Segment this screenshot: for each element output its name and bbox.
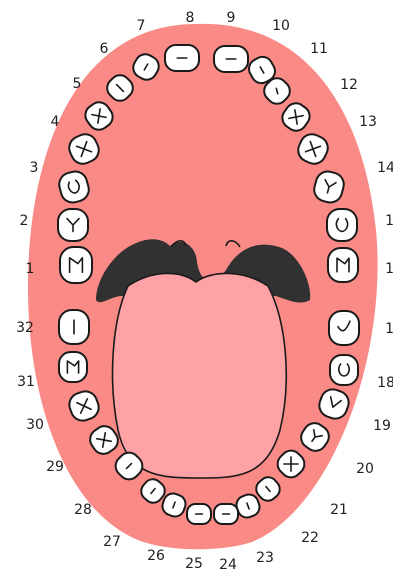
tooth-number-label: 23: [256, 550, 274, 566]
tooth-15[interactable]: [327, 209, 357, 241]
tooth-number-label: 14: [377, 160, 393, 176]
tooth-number-label: 30: [26, 417, 44, 433]
tooth-number-label: 31: [17, 374, 35, 390]
tooth-number-label: 17: [385, 321, 393, 337]
tooth-number-label: 2: [20, 213, 29, 229]
tooth-crown: [327, 209, 357, 241]
tooth-number-label: 12: [340, 77, 358, 93]
tooth-crown: [328, 248, 358, 282]
tooth-number-label: 16: [385, 261, 393, 277]
tooth-9[interactable]: [214, 46, 248, 72]
tooth-number-label: 11: [310, 41, 328, 57]
tooth-number-label: 20: [356, 461, 374, 477]
tooth-number-label: 21: [330, 502, 348, 518]
tooth-number-label: 3: [30, 160, 39, 176]
tooth-number-label: 1: [26, 261, 35, 277]
tooth-number-label: 27: [103, 534, 121, 550]
tooth-number-label: 5: [73, 76, 82, 92]
tooth-8[interactable]: [165, 45, 199, 71]
tooth-number-label: 26: [147, 548, 165, 564]
tooth-number-label: 29: [46, 459, 64, 475]
tooth-number-label: 7: [137, 18, 146, 34]
tooth-number-label: 8: [186, 10, 195, 26]
tongue: [113, 273, 287, 478]
tooth-17[interactable]: [329, 311, 359, 345]
tooth-number-label: 9: [227, 10, 236, 26]
tooth-number-label: 15: [385, 213, 393, 229]
tooth-crown: [330, 355, 358, 385]
tooth-18[interactable]: [330, 355, 358, 385]
tooth-2[interactable]: [58, 209, 88, 241]
tooth-1[interactable]: [60, 247, 92, 283]
tooth-25[interactable]: [187, 504, 211, 524]
tooth-number-label: 32: [16, 320, 34, 336]
tooth-number-label: 19: [373, 418, 391, 434]
tooth-crown: [329, 311, 359, 345]
tooth-number-label: 24: [219, 557, 237, 573]
tooth-crown: [60, 247, 92, 283]
tooth-number-label: 4: [51, 114, 60, 130]
tooth-16[interactable]: [328, 248, 358, 282]
tooth-number-label: 22: [301, 530, 319, 546]
tooth-number-label: 25: [185, 556, 203, 572]
tooth-number-label: 28: [74, 502, 92, 518]
tooth-number-label: 10: [272, 18, 290, 34]
tooth-crown: [59, 352, 87, 382]
tooth-number-label: 6: [100, 41, 109, 57]
tooth-number-label: 18: [377, 375, 393, 391]
tooth-32[interactable]: [59, 310, 89, 344]
tooth-24[interactable]: [214, 504, 238, 524]
tooth-number-label: 13: [359, 114, 377, 130]
tooth-31[interactable]: [59, 352, 87, 382]
